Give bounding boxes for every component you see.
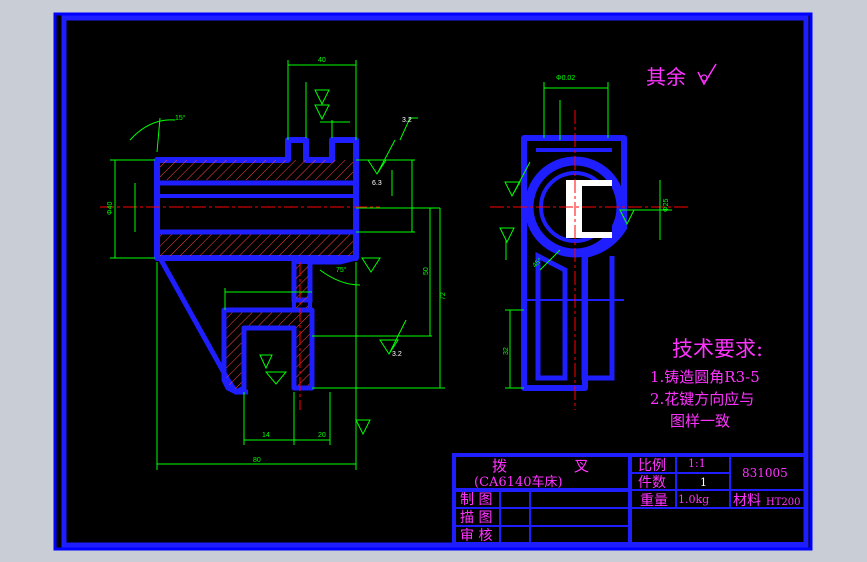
dim-side-top: Φ0.02 xyxy=(556,75,575,82)
bore-top-hatch xyxy=(160,160,353,180)
machine-name: (CA6140车床) xyxy=(474,474,563,490)
material-value: HT200 xyxy=(766,497,800,508)
dim-top-width: 40 xyxy=(318,57,326,64)
qty-label: 件数 xyxy=(638,475,666,491)
dim-left-dia: Φ40 xyxy=(107,202,114,215)
sheet-border xyxy=(53,12,813,551)
part-name-1: 拨 xyxy=(492,457,507,475)
draw-label: 制 图 xyxy=(460,492,492,508)
rough-label-2: 6.3 xyxy=(372,180,382,187)
dim-bottom-width: 80 xyxy=(253,457,261,464)
dim-side-bottom: 32 xyxy=(503,347,510,355)
side-view xyxy=(490,110,690,410)
remark-text: 其余 xyxy=(646,65,686,89)
scale-value: 1:1 xyxy=(688,457,706,470)
scale-label: 比例 xyxy=(638,458,666,474)
drawing-frame xyxy=(61,15,809,548)
dim-angle-top: 15° xyxy=(175,114,186,122)
requirement-1: 1.铸造圆角R3-5 xyxy=(650,368,760,386)
dim-right-mid: 50 xyxy=(423,267,430,275)
title-block-text: 拨 叉 (CA6140车床) 比例 1:1 件数 1 831005 重量 1.0… xyxy=(460,457,800,544)
front-dimensions xyxy=(110,60,445,470)
requirements-title: 技术要求: xyxy=(672,337,763,361)
weight-label: 重量 xyxy=(640,493,668,509)
dimension-labels: 40 80 14 20 72 50 Φ40 Φ0.02 Φ25 32 45° 1… xyxy=(107,57,670,464)
fork xyxy=(221,307,315,395)
requirement-2: 2.花键方向应与 xyxy=(650,390,754,408)
rough-label-3: 3.2 xyxy=(392,351,402,358)
part-name-2: 叉 xyxy=(574,457,589,475)
weight-value: 1.0kg xyxy=(678,493,709,506)
fork-web-hatch xyxy=(292,260,312,312)
rough-label-1: 3.2 xyxy=(402,117,412,124)
roughness-symbol-icon xyxy=(697,63,717,86)
title-block xyxy=(452,453,808,546)
check-label: 审 核 xyxy=(460,528,492,544)
dim-angle-mid: 75° xyxy=(336,266,347,274)
dim-side-right: Φ25 xyxy=(663,199,670,212)
requirement-3: 图样一致 xyxy=(670,412,730,430)
bore-bottom-hatch xyxy=(160,234,353,256)
dim-bottom-slot: 20 xyxy=(318,432,326,439)
dim-slot-width: 14 xyxy=(262,432,270,439)
material-label: 材料 xyxy=(733,493,761,509)
drawing-number: 831005 xyxy=(742,466,788,480)
design-label: 描 图 xyxy=(460,510,492,526)
side-dimensions xyxy=(499,82,672,389)
qty-value: 1 xyxy=(700,476,707,489)
front-view xyxy=(100,137,380,410)
dim-right-height: 72 xyxy=(440,292,447,300)
